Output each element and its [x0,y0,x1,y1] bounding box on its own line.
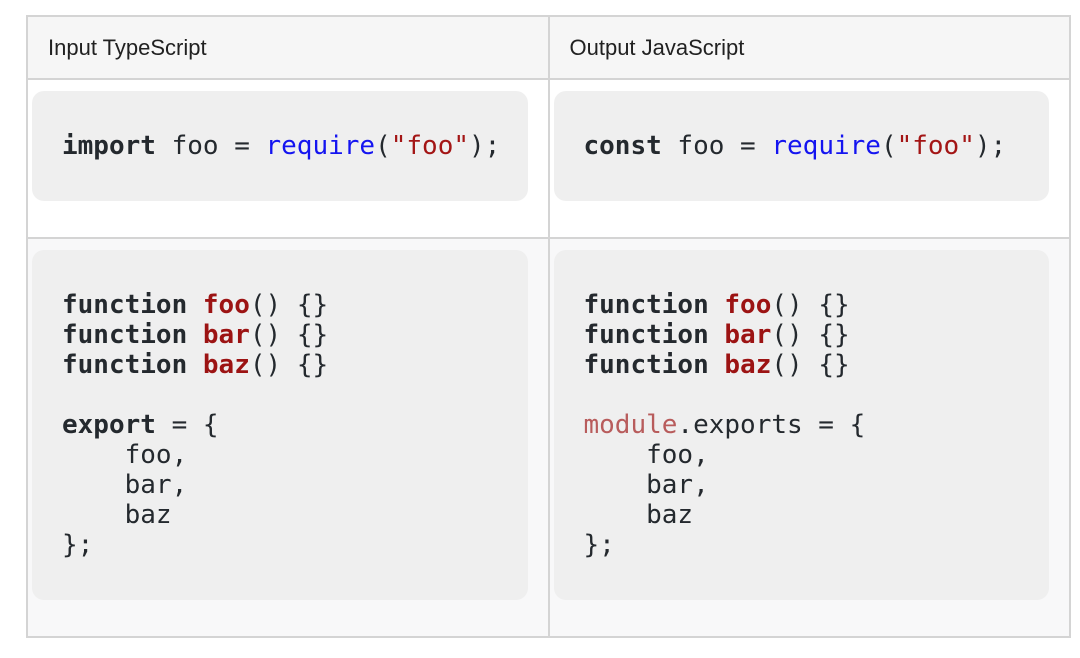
table-row: function foo() {} function bar() {} func… [26,237,1071,638]
typescript-javascript-comparison-table: Input TypeScript Output JavaScript impor… [26,15,1071,638]
header-cell-output-javascript: Output JavaScript [547,15,1071,80]
header-cell-input-typescript: Input TypeScript [26,15,550,80]
code-block-ts-export-equals: function foo() {} function bar() {} func… [32,250,528,600]
header-row: Input TypeScript Output JavaScript [26,15,1071,80]
code-block-js-module-exports: function foo() {} function bar() {} func… [553,250,1049,600]
cell-js-const-require: const foo = require("foo"); [547,78,1071,239]
code-block-js-const-require: const foo = require("foo"); [553,91,1049,201]
cell-ts-import-equals: import foo = require("foo"); [26,78,550,239]
cell-ts-export-equals: function foo() {} function bar() {} func… [26,237,550,638]
code-block-ts-import-require: import foo = require("foo"); [32,91,528,201]
table-row: import foo = require("foo"); const foo =… [26,78,1071,239]
cell-js-module-exports: function foo() {} function bar() {} func… [547,237,1071,638]
